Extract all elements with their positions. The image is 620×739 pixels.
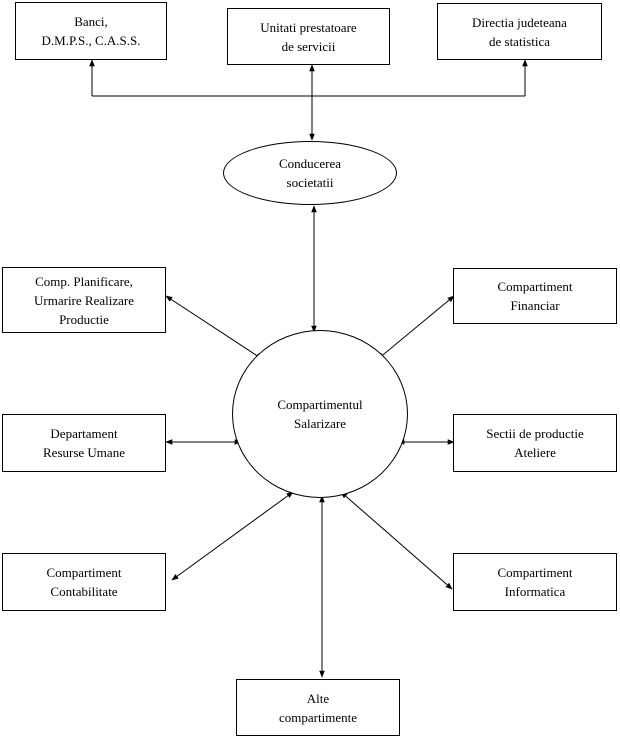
node-salarizare: Compartimentul Salarizare [232,330,408,498]
node-contabilitate-line2: Contabilitate [50,584,118,599]
node-alte-line1: Alte [306,690,330,706]
node-sectii-line2: Ateliere [514,445,556,460]
node-alte: Alte compartimente [236,679,400,736]
connector-planificare [165,295,263,360]
connector-financiar [377,295,455,360]
node-comp-planificare: Comp. Planificare, Urmarire Realizare Pr… [2,267,166,333]
node-unitati-line2: de servicii [281,38,336,54]
connector-informatica [340,491,453,590]
node-comp-planificare-line2: Urmarire Realizare [34,292,134,308]
node-banci-line1: Banci, [74,14,108,29]
node-comp-financiar-line1: Compartiment [497,279,573,294]
node-conducerea: Conducerea societatii [223,141,397,205]
node-salarizare-line2: Salarizare [294,416,346,431]
node-sectii-line1: Sectii de productie [486,426,584,441]
node-directia: Directia judeteana de statistica [437,3,602,60]
node-comp-planificare-line1: Comp. Planificare, [35,273,133,289]
node-directia-line1: Directia judeteana [472,14,567,30]
node-contabilitate-line1: Compartiment [46,565,122,580]
node-comp-financiar-line2: Financiar [510,298,560,313]
node-conducerea-line1: Conducerea [278,156,342,171]
node-informatica-line1: Compartiment [497,565,573,580]
node-informatica-line2: Informatica [504,584,566,599]
node-salarizare-line1: Compartimentul [277,397,363,412]
node-banci: Banci, D.M.P.S., C.A.S.S. [15,2,167,60]
node-alte-line2: compartimente [279,709,357,725]
node-informatica: Compartiment Informatica [453,553,617,611]
node-directia-line2: de statistica [488,33,550,49]
node-resurse-umane: Departament Resurse Umane [2,414,166,472]
node-conducerea-line2: societatii [286,175,334,190]
node-resurse-umane-line2: Resurse Umane [43,445,125,460]
node-comp-planificare-line3: Productie [59,311,109,327]
connector-contabilitate [171,491,294,581]
node-banci-line2: D.M.P.S., C.A.S.S. [41,33,141,48]
node-unitati: Unitati prestatoare de servicii [227,8,390,65]
node-contabilitate: Compartiment Contabilitate [2,553,166,611]
node-comp-financiar: Compartiment Financiar [453,268,617,324]
node-resurse-umane-line1: Departament [50,426,118,441]
node-sectii: Sectii de productie Ateliere [453,414,617,472]
node-unitati-line1: Unitati prestatoare [260,19,357,35]
